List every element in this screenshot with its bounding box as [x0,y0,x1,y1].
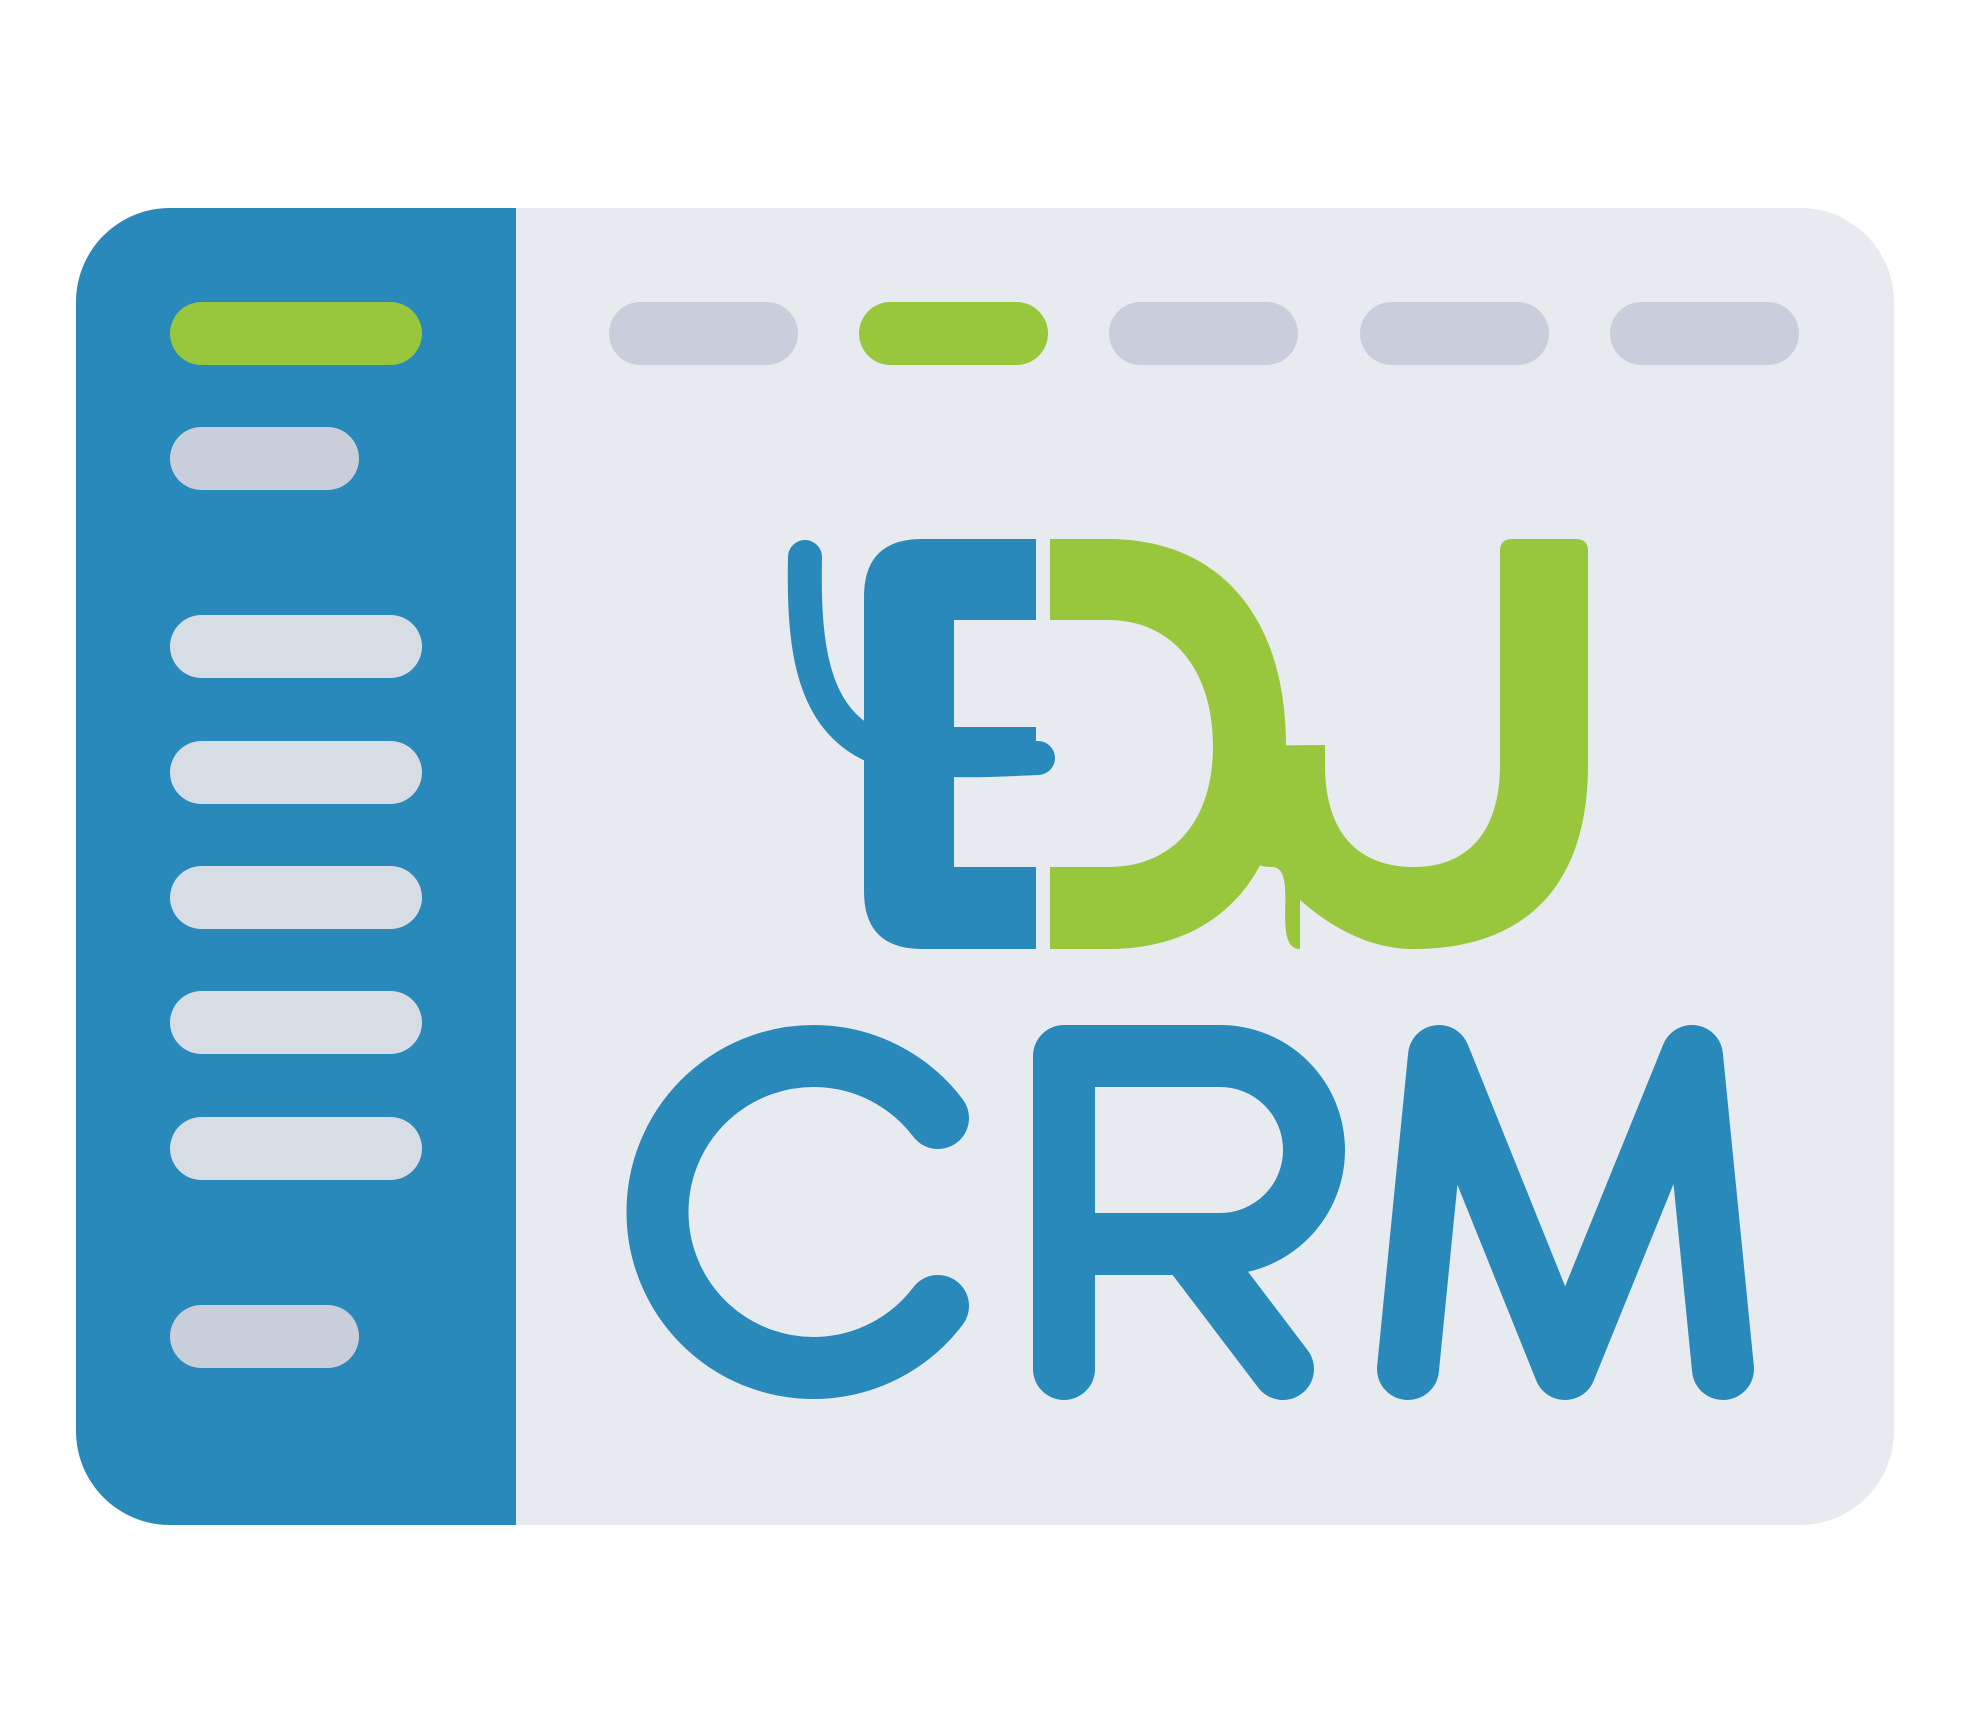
logo-letter-r [1033,1025,1345,1400]
sidebar-item-4[interactable] [170,741,422,804]
logo-letter-e [787,539,1055,949]
tab-3[interactable] [1109,302,1298,365]
main-content [516,208,1894,1525]
logo-letter-m [1377,1025,1754,1400]
tab-1[interactable] [609,302,798,365]
tab-4[interactable] [1360,302,1549,365]
logo-letter-u [1213,539,1588,949]
sidebar-item-1[interactable] [170,302,422,365]
sidebar-item-6[interactable] [170,991,422,1054]
tab-2[interactable] [859,302,1048,365]
sidebar-item-5[interactable] [170,866,422,929]
sidebar-item-8[interactable] [170,1305,359,1368]
sidebar-item-7[interactable] [170,1117,422,1180]
logo-letter-d [1050,539,1286,949]
app-window [76,208,1894,1525]
sidebar-item-3[interactable] [170,615,422,678]
sidebar [76,208,516,1525]
logo-letter-c [626,1025,969,1399]
tab-5[interactable] [1610,302,1799,365]
sidebar-item-2[interactable] [170,427,359,490]
